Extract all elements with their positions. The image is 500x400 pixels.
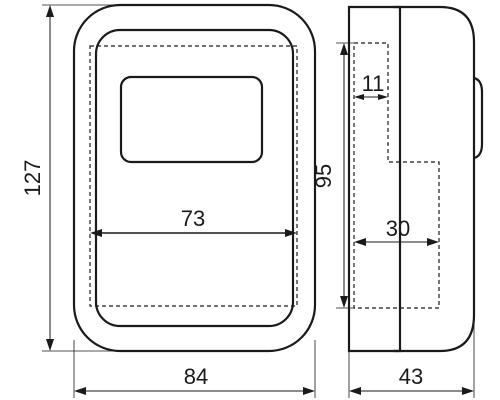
side-view [347, 5, 484, 353]
dimension-label-127: 127 [20, 160, 45, 197]
front-view [72, 3, 317, 353]
front-hidden-compartment [89, 45, 298, 307]
dimension-side-depth: 43 [348, 320, 475, 398]
dimension-side-height: 95 [311, 42, 354, 309]
dimension-label-84: 84 [184, 364, 208, 389]
dimension-label-30: 30 [386, 216, 410, 241]
dimension-front-width: 84 [73, 340, 316, 398]
dimension-inner-depth: 30 [354, 216, 439, 246]
front-display-window [119, 75, 264, 164]
dimension-label-43: 43 [399, 364, 423, 389]
dimension-inner-width: 73 [90, 206, 297, 237]
dimension-front-height: 127 [20, 4, 120, 352]
dimension-step: 11 [354, 71, 388, 100]
side-front-cover [393, 5, 476, 353]
front-outer-outline [72, 3, 317, 353]
dimension-label-11: 11 [362, 71, 385, 96]
side-knob [473, 76, 484, 160]
front-inner-outline [94, 28, 295, 328]
dimension-label-73: 73 [181, 206, 205, 231]
side-back-panel [347, 5, 402, 353]
dimension-label-95: 95 [311, 164, 336, 188]
